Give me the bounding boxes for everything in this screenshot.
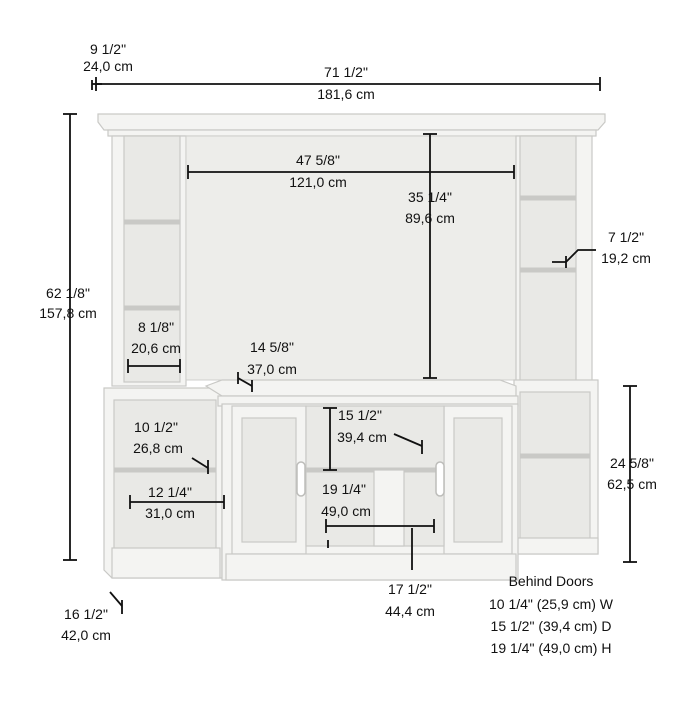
lower-shelf-width-in: 12 1/4" [148, 484, 192, 500]
center-width-cm: 44,4 cm [385, 603, 435, 619]
lower-shelf-depth-in: 10 1/2" [134, 419, 178, 435]
left-shelf-width-in: 8 1/8" [138, 319, 174, 335]
center-height-in: 19 1/4" [322, 481, 366, 497]
behind-doors-height: 19 1/4" (49,0 cm) H [491, 640, 612, 656]
base-depth-cm: 42,0 cm [61, 627, 111, 643]
side-shelf-depth-in: 7 1/2" [608, 229, 644, 245]
behind-doors-depth: 15 1/2" (39,4 cm) D [491, 618, 612, 634]
behind-doors-title: Behind Doors [509, 573, 594, 589]
center-depth-in: 15 1/2" [338, 407, 382, 423]
top-surface-depth-in: 14 5/8" [250, 339, 294, 355]
top-surface-depth-cm: 37,0 cm [247, 361, 297, 377]
left-shelf-width-cm: 20,6 cm [131, 340, 181, 356]
width-overall-in: 71 1/2" [324, 64, 368, 80]
base-height-cm: 62,5 cm [607, 476, 657, 492]
base-depth-in: 16 1/2" [64, 606, 108, 622]
base-height-in: 24 5/8" [610, 455, 654, 471]
tv-height-cm: 89,6 cm [405, 210, 455, 226]
height-overall-in: 62 1/8" [46, 285, 90, 301]
side-shelf-depth-cm: 19,2 cm [601, 250, 651, 266]
center-depth-cm: 39,4 cm [337, 429, 387, 445]
depth-top-in: 9 1/2" [90, 41, 126, 57]
tv-width-in: 47 5/8" [296, 152, 340, 168]
behind-doors-width: 10 1/4" (25,9 cm) W [489, 596, 614, 612]
dimension-lines [63, 77, 637, 614]
lower-shelf-depth-cm: 26,8 cm [133, 440, 183, 456]
furniture-illustration [97, 113, 606, 581]
depth-top-cm: 24,0 cm [83, 58, 133, 74]
tv-width-cm: 121,0 cm [289, 174, 347, 190]
center-width-in: 17 1/2" [388, 581, 432, 597]
width-overall-cm: 181,6 cm [317, 86, 375, 102]
center-height-cm: 49,0 cm [321, 503, 371, 519]
height-overall-cm: 157,8 cm [39, 305, 97, 321]
behind-doors-note: Behind Doors 10 1/4" (25,9 cm) W 15 1/2"… [489, 573, 614, 656]
dimension-labels: 9 1/2" 24,0 cm 71 1/2" 181,6 cm 62 1/8" … [39, 41, 657, 643]
lower-shelf-width-cm: 31,0 cm [145, 505, 195, 521]
tv-height-in: 35 1/4" [408, 189, 452, 205]
